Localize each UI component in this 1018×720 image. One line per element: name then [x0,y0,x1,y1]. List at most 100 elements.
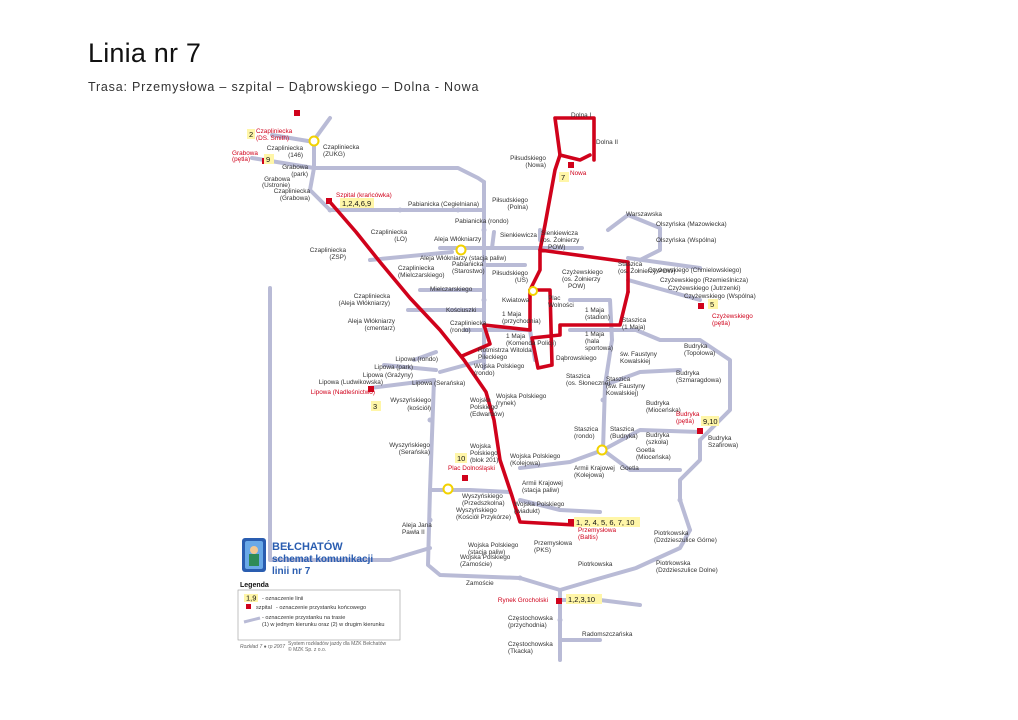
stop-label: Grabowa [282,164,308,171]
terminal-flag-icon [246,604,251,609]
legend-frame [237,589,401,641]
footer-system-2: © MZK Sp. z o.o. [288,646,326,653]
stop-label: Pawła II [402,529,425,536]
stop-label: (Mielczarskiego) [398,272,445,279]
line-badge: 9,10 [701,416,719,426]
stop-label: Czyżewskiego (Chmielowskiego) [648,267,741,274]
stop-label: Radomszczańska [582,631,633,638]
stop-label: Czapliniecka [371,229,408,236]
line-badge-bg [247,129,255,139]
stop-label: Rynek Grocholski [498,597,548,604]
stop-label: Czapliniecka [323,144,360,151]
stop-label: (przychodnia) [502,318,541,325]
stop-label: (Kolejowa) [574,472,604,479]
stop-label: (Baltis) [578,534,598,541]
stop-label: Staszica [610,426,635,433]
stop-label: Wojska Polskiego [514,501,565,508]
stop-label: Lipowa (rondo) [395,356,438,363]
stop-label: (Mioceńska) [646,407,681,414]
page-subtitle: Trasa: Przemysłowa – szpital – Dąbrowski… [88,80,480,94]
stop-label: (pętla) [232,156,250,163]
stop-label: (szkoła) [646,439,668,446]
stop-label: Piłsudskiego [492,270,528,277]
stop-label: Czyżewskiego [562,269,603,276]
stop-label: św. Faustyny [620,351,658,358]
stop-label: (PKS) [534,547,551,554]
line-badge-text: 5 [710,300,714,309]
stop-label: Dąbrowskiego [556,355,597,362]
stop-label: 1 Maja [585,307,605,314]
route-line-7 [328,116,630,527]
stop-label: Staszica [622,317,647,324]
stop-label: Rotmistrza Witolda [478,347,532,354]
stop-label: (pętla) [712,320,730,327]
line-badge: 3 [371,401,381,411]
stop-label: Wyszyńskiego [390,397,431,404]
stop-label: Lipowa (park) [374,364,413,371]
stop-label: Budryka [676,370,700,377]
stop-label: (Starostwo) [452,268,485,275]
legend: Legenda 1,9 - oznaczenie linii szpital -… [237,582,401,641]
stop-label: Pileckiego [478,354,508,361]
line-badge-text: 3 [373,402,377,411]
stop-label: POW) [548,244,565,251]
stop-label: (Polna) [507,204,528,211]
stop-label: Czapliniecka [274,188,311,195]
stop-label: (stadion) [585,314,610,321]
stop-label: Budryka [646,400,670,407]
stop-label: Dolna I [571,112,591,119]
stop-label: (os. Słoneczne) [566,380,610,387]
line-badge-bg [701,416,719,426]
stop-label: 1 Maja [506,333,526,340]
logo-line-2: linii nr 7 [272,566,311,577]
line-badge: 1,2,3,10 [566,594,602,604]
stop-label: Mielczarskiego [430,286,473,293]
stop-label: Goetla [636,447,655,454]
stop-label: Czapliniecka [354,293,391,300]
stop-label: Budryka [646,432,670,439]
stop-label: Aleja Włókniarzy [434,236,482,243]
stop-markers [311,165,683,623]
stop-label: (Szmaragdowa) [676,377,721,384]
stop-label: (Kościół Przykórze) [456,514,511,521]
line-badge-bg [340,198,374,208]
roundabouts [308,135,608,495]
stop-label: (blok 201) [470,457,498,464]
line-badge-bg [708,299,718,309]
stop-label: (Mioceńska) [636,454,671,461]
stop-label: Wojska Polskiego [460,554,511,561]
stop-label: Szafirowa) [708,442,738,449]
stop-label: (Kolejowa) [510,460,540,467]
legend-stop-2: (1) w jednym kierunku oraz (2) w drugim … [262,622,384,628]
stop-label: (146) [288,152,303,159]
stop-label: Lipowa (Ludwikowska) [319,379,383,386]
page-title: Linia nr 7 [88,38,202,68]
stop-label: (cmentarz) [364,325,395,332]
stop-label: Staszica [574,426,599,433]
line-badge: 1,2,4,6,9 [340,198,374,208]
stop-label: Armii Krajowej [574,465,615,472]
line-badge-text: 9,10 [703,417,718,426]
stop-label: Nowa [570,170,587,177]
legend-terminal-label: szpital [256,605,272,611]
stop-label: (os. Żołnierzy [541,235,580,244]
stop-label: (park) [291,171,308,178]
stop-label: (rondo) [450,327,471,334]
stop-label: Kościuszki [446,307,476,314]
stop-label: Piłsudskiego [492,197,528,204]
logo-line-1: schemat komunikacji [272,554,373,565]
line-badge-text: 9 [266,155,270,164]
stop-label: (Edwardów) [470,411,504,418]
footer-rozklad: Rozkład 7 ● rp 2007 [240,644,285,650]
stop-label: Wyszyńskiego [462,493,503,500]
stop-label: Przemysłowa [578,527,616,534]
stop-label: (przychodnia) [508,622,547,629]
stop-label: Aleja Włókniarzy (stacja paliw) [420,255,506,262]
legend-terminal: - oznaczenie przystanku końcowego [276,605,366,611]
stop-label: (rondo) [574,433,595,440]
stop-label: Kwiatowa [502,297,530,304]
stop-label: Zamoście [466,580,494,587]
stop-label: Wojska Polskiego [510,453,561,460]
